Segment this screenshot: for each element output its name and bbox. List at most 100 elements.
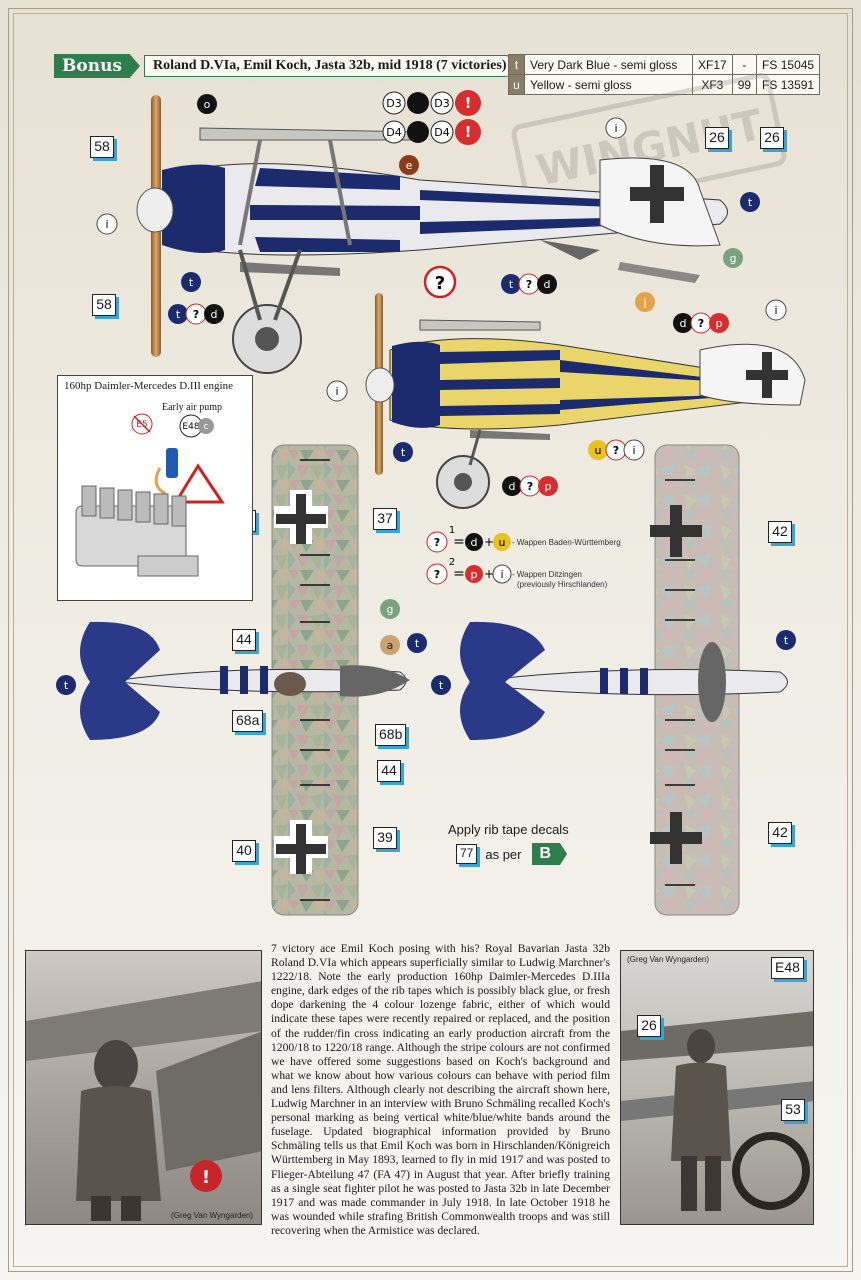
- page-inner-border: [13, 13, 848, 1267]
- title-bar: Bonus Roland D.VIa, Emil Koch, Jasta 32b…: [54, 54, 516, 78]
- wappen-legend-2: ? 2 = p + i: [426, 557, 512, 585]
- decal-53: 53: [781, 1099, 805, 1121]
- unknown-color-icon: ?: [527, 480, 533, 493]
- d3-label-2: D3: [434, 97, 449, 110]
- bonus-badge: Bonus: [54, 54, 140, 78]
- decal-e48: E48: [771, 957, 804, 979]
- decal-42: 42: [768, 822, 792, 844]
- color-drop-t: t: [189, 276, 194, 289]
- sheet-b-badge: B: [531, 843, 568, 865]
- color-drop-p: p: [716, 317, 723, 330]
- paint-fs: FS 13591: [756, 74, 821, 95]
- color-drop-j: j: [642, 296, 646, 309]
- caution-icon: [173, 463, 225, 504]
- color-drop-d: d: [509, 480, 516, 493]
- unknown-color-icon: ?: [613, 444, 619, 457]
- unknown-color-icon: ?: [434, 536, 440, 549]
- plan-view-bottom: [460, 444, 788, 916]
- photo-credit: (Greg Van Wyngarden): [171, 1211, 254, 1220]
- color-drop-t: t: [401, 446, 406, 459]
- color-drop-d: d: [211, 308, 218, 321]
- color-drop-d: d: [544, 278, 551, 291]
- decal-e48: E48: [182, 422, 199, 432]
- d4-label-2: D4: [434, 126, 449, 139]
- decal-68b: 68b: [375, 724, 407, 746]
- color-drop-i: i: [500, 568, 503, 581]
- color-drop-p: p: [471, 568, 478, 581]
- wappen-legend-text-3: (previously Hirschlanden): [517, 580, 608, 589]
- decal-44: 44: [377, 760, 401, 782]
- color-drop-g: g: [387, 603, 394, 616]
- color-drop-u: u: [499, 536, 506, 549]
- color-drop-i: i: [774, 304, 777, 317]
- svg-text:=: =: [453, 566, 465, 582]
- wappen-legend-1: ? 1 = d + u: [426, 525, 511, 553]
- air-pump-part: [166, 448, 178, 478]
- decal-37: 37: [373, 508, 397, 530]
- rib-tape-arrows: [300, 459, 695, 901]
- d4-callout: D4 D4 !: [382, 119, 481, 145]
- paint-row: t Very Dark Blue - semi gloss XF17 - FS …: [508, 54, 821, 75]
- photo-aircraft-pilot: (Greg Van Wyngarden) E48 26 53: [620, 950, 814, 1225]
- paint-code-2: 99: [731, 74, 758, 95]
- footnote-2: 2: [449, 557, 455, 568]
- decal-39: 39: [373, 827, 397, 849]
- description-text: 7 victory ace Emil Koch posing with his?…: [271, 942, 610, 1237]
- color-drop-d: d: [471, 536, 478, 549]
- as-per-label: as per: [485, 846, 522, 862]
- color-drop-i: i: [105, 218, 108, 231]
- paint-key: u: [508, 74, 525, 95]
- svg-text:!: !: [202, 1167, 210, 1188]
- color-drop-c: c: [204, 422, 209, 432]
- color-drop-e: e: [406, 159, 413, 172]
- warning-icon: [190, 1160, 222, 1192]
- side-profile-1: [136, 95, 728, 374]
- photo-credit: (Greg Van Wyngarden): [627, 955, 710, 964]
- warning-icon: !: [465, 123, 472, 141]
- wappen-legend-text-2: - Wappen Ditzingen: [512, 570, 582, 579]
- page-border: [8, 8, 853, 1272]
- unknown-color-icon-large: ?: [435, 273, 445, 294]
- color-drop-t: t: [748, 196, 753, 209]
- decal-40: 40: [232, 840, 256, 862]
- decal-26: 26: [637, 1015, 661, 1037]
- callout-layer: D3 D3 ! D4 D4 ! o e i i t t: [96, 90, 787, 619]
- photo-content: [621, 1011, 813, 1211]
- color-drop-p: p: [545, 480, 552, 493]
- paint-table: t Very Dark Blue - semi gloss XF17 - FS …: [508, 54, 821, 95]
- color-drop-i: i: [335, 385, 338, 398]
- photo-emil-koch: ! (Greg Van Wyngarden): [25, 950, 262, 1225]
- warning-icon: !: [465, 94, 472, 112]
- decal-77: 77: [456, 844, 478, 864]
- paint-row: u Yellow - semi gloss XF3 99 FS 13591: [508, 74, 821, 95]
- unknown-color-icon: ?: [526, 278, 532, 291]
- svg-text:+: +: [484, 567, 494, 581]
- svg-text:=: =: [453, 534, 465, 550]
- d4-label: D4: [386, 126, 401, 139]
- decal-58: 58: [92, 294, 116, 316]
- unknown-color-icon: ?: [434, 568, 440, 581]
- decal-68a: 68a: [232, 710, 264, 732]
- page-title: Roland D.VIa, Emil Koch, Jasta 32b, mid …: [144, 55, 516, 77]
- engine-drawing: E5 E48 c: [75, 413, 225, 577]
- color-drop-i: i: [632, 444, 635, 457]
- decal-42: 42: [768, 521, 792, 543]
- color-drop-o: o: [204, 98, 211, 111]
- d3-label: D3: [386, 97, 401, 110]
- color-drop-i: i: [614, 122, 617, 135]
- photo-content: !: [26, 981, 261, 1221]
- d3-callout: D3 D3 !: [382, 90, 481, 116]
- color-drop-t: t: [509, 278, 514, 291]
- footnote-1: 1: [449, 525, 455, 536]
- color-drop-d: d: [680, 317, 687, 330]
- paint-name: Very Dark Blue - semi gloss: [524, 54, 693, 75]
- decal-58: 58: [90, 136, 114, 158]
- air-pump-label: Early air pump: [162, 402, 222, 413]
- color-drop-u: u: [595, 444, 602, 457]
- paint-code: XF17: [692, 54, 733, 75]
- side-profile-2: [365, 293, 806, 509]
- rib-tape-note: Apply rib tape decals: [448, 822, 569, 837]
- paint-name: Yellow - semi gloss: [524, 74, 693, 95]
- svg-text:+: +: [484, 535, 494, 549]
- aircraft-artwork: WINGNUT: [80, 73, 806, 916]
